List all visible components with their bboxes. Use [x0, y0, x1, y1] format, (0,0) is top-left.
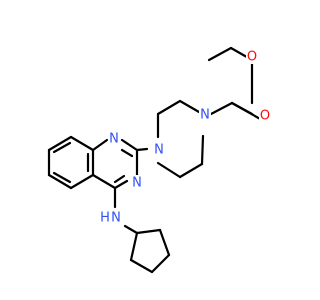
bond-ethyl-ch3-ch2 — [207, 46, 233, 62]
bond-cp-4-5 — [129, 258, 154, 274]
atom-o-ester: O — [246, 49, 258, 65]
bond-carbonyl-to-n — [209, 101, 234, 116]
bond-pip-n4-c5 — [156, 161, 182, 179]
structure-diagram: N O O N N N H N — [47, 46, 271, 274]
atom-n-piperazine-bottom-text: N — [154, 143, 164, 158]
atom-n-piperazine-bottom: N — [153, 142, 165, 158]
atom-n-quinazoline-bottom-text: N — [132, 176, 142, 191]
atom-n-piperazine-top: N — [199, 107, 211, 123]
bond-c6-c5-inner — [52, 171, 72, 184]
atom-nh-hydrogen-text: H — [100, 211, 110, 226]
bond-c8-c7-inner — [52, 141, 72, 154]
bond-cp-3-4 — [150, 253, 171, 274]
bond-pip-c6-n1 — [200, 134, 205, 166]
atom-o-ester-text: O — [247, 50, 257, 65]
bond-nh-cyclopentyl — [123, 224, 139, 235]
atom-n-piperazine-top-text: N — [200, 108, 210, 123]
bond-c2-n1 — [120, 138, 139, 152]
atom-nh-nitrogen-text: N — [111, 211, 121, 226]
bond-c8a-c8 — [69, 135, 95, 152]
bond-c5-c4a — [69, 173, 95, 190]
atom-o-carbonyl-text: O — [260, 109, 270, 124]
bond-pip-c5-c6 — [178, 162, 204, 179]
atom-n-quinazoline-top: N — [108, 131, 120, 147]
bond-cp-2-3 — [158, 228, 171, 257]
bond-pip-to-quinazoline — [135, 147, 149, 152]
bond-cp-5-1 — [129, 231, 139, 262]
atom-n-quinazoline-bottom: N — [131, 175, 143, 191]
bond-c8-c7 — [47, 135, 73, 152]
bond-c2-n1-inner — [120, 148, 134, 158]
atom-nh-amine: H N — [99, 210, 123, 226]
atom-n-quinazoline-top-text: N — [109, 132, 119, 147]
bond-n1-c8a — [91, 138, 109, 152]
bond-pip-n1-c2 — [178, 99, 201, 114]
molecule-canvas: N O O N N N H N — [47, 46, 271, 274]
bond-pip-c2-c3 — [156, 99, 182, 116]
bond-c6-c5 — [47, 173, 73, 190]
bond-carbonyl-double-b — [230, 101, 264, 122]
atom-o-carbonyl: O — [259, 108, 271, 124]
bond-cp-1-2 — [135, 228, 162, 235]
bond-c4a-c4 — [91, 173, 117, 190]
bond-c4-n3-inner — [113, 174, 126, 184]
bond-c4-n3 — [113, 179, 129, 190]
